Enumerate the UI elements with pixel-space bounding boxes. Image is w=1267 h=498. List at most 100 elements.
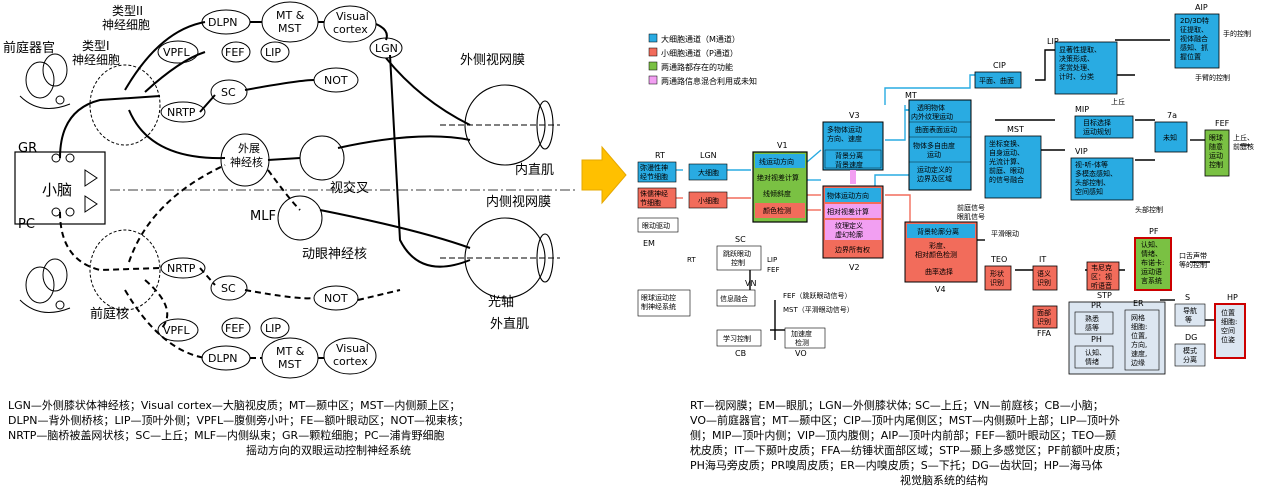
sc-up-label: 上丘: [1111, 97, 1125, 106]
lip-small-label: LIP: [767, 256, 777, 264]
nodes-top: [157, 1, 403, 123]
lateral-retina-label: 外侧视网膜: [460, 53, 525, 68]
right-caption-line: VO—前庭器官；MT—颞中区；CIP—顶叶内尾侧区；MST—内侧颞叶上部；LIP…: [690, 414, 1120, 427]
head-ctrl-label: 头部控制: [1135, 205, 1163, 214]
dg-title: DG: [1185, 333, 1197, 342]
fef-box: [1204, 129, 1230, 177]
svg-text:认知、情绪、布诺卡:运动语言系统: 认知、情绪、布诺卡:运动语言系统: [1141, 240, 1164, 285]
oculomotor-label: 动眼神经核: [302, 247, 367, 262]
ph-title: PH: [1091, 335, 1102, 344]
nrtp-bottom: NRTP: [167, 262, 196, 275]
right-caption-line: 枕皮质；IT—下颞叶皮质；FFA—纺锤状面部区域；STP—颞上多感觉区；PF前额…: [690, 444, 1127, 457]
rt-m-box: [637, 161, 677, 183]
lip-bottom: LIP: [265, 322, 281, 335]
fef-top: FEF: [225, 46, 245, 59]
v4-title: V4: [935, 285, 946, 294]
vestibular-nucleus-top: [89, 64, 161, 146]
em-title: EM: [643, 239, 655, 248]
mlf-label: MLF: [250, 209, 276, 224]
left-caption-line: NRTP—脑桥被盖网状核；SC—上丘；MLF—内侧纵束；GR—颗粒细胞；PC—浦…: [8, 429, 445, 442]
transition-arrow: [581, 145, 627, 205]
pr-box: [1074, 311, 1114, 335]
v3-title: V3: [849, 111, 860, 120]
svg-text:眼球随意运动控制: 眼球随意运动控制: [1209, 133, 1223, 169]
lip-title: LIP: [1047, 37, 1059, 46]
mst-title: MST: [1007, 125, 1024, 134]
vpfl-top: VPFL: [163, 46, 190, 59]
lgn-p-box: [688, 191, 728, 209]
svg-text:韦尼克区：视听语音: 韦尼克区：视听语音: [1091, 264, 1112, 290]
ffa-title: FFA: [1037, 329, 1051, 338]
ph-box: [1074, 345, 1114, 369]
sc-top: SC: [221, 86, 236, 99]
oculomotor-nucleus-2: [277, 195, 323, 241]
right-caption-line: RT—视网膜；EM—眼肌；LGN—外侧膝状体; SC—上丘；VN—前庭核；CB—…: [690, 399, 1104, 412]
v2-item-3: 边界所有权: [835, 245, 870, 254]
v1-item-3: 颜色检测: [763, 206, 791, 215]
neural-pathways-dashed: [59, 164, 401, 359]
gr-label: GR: [18, 141, 37, 156]
rt-p-box: [637, 187, 677, 209]
aip-box: [1174, 13, 1220, 69]
not-top: NOT: [324, 74, 348, 87]
mip-box: [1074, 115, 1134, 139]
svg-text:位置细胞:空间位姿: 位置细胞:空间位姿: [1221, 308, 1237, 344]
lgn-title: LGN: [700, 151, 717, 160]
lgn-m-label: 大细胞: [698, 168, 719, 177]
svg-text:上丘、前庭核: 上丘、前庭核: [1233, 133, 1254, 151]
vestibular-organ-bottom: [19, 258, 71, 313]
right-caption-title: 视觉脑系统的结构: [900, 474, 988, 487]
svg-text:眼球运动控制神经系统: 眼球运动控制神经系统: [641, 293, 676, 311]
s-box: [1174, 303, 1206, 327]
left-caption-title: 摇动方向的双眼运动控制神经系统: [245, 444, 411, 457]
hp-title: HP: [1227, 293, 1238, 302]
cb-item: 学习控制: [723, 334, 751, 343]
mip-title: MIP: [1075, 105, 1089, 114]
er-box: [1124, 309, 1160, 371]
a7-box: [1154, 121, 1188, 153]
legend: 大细胞通道（M通道） 小细胞通道（P通道） 两通路都存在的功能 两通路信息混合利…: [648, 33, 757, 86]
svg-text:网格细胞:位置,方向,速度,边缘: 网格细胞:位置,方向,速度,边缘: [1131, 313, 1147, 367]
it-box: [1032, 265, 1058, 291]
left-caption-line: LGN—外侧膝状体神经核；Visual cortex—大脑视皮质；MT—颞中区；…: [8, 399, 461, 412]
fef-small-label: FEF: [767, 266, 779, 274]
lip-box: [1054, 41, 1118, 95]
v1-item-1: 绝对视差计算: [757, 173, 799, 182]
legend-m: 大细胞通道（M通道）: [661, 34, 740, 44]
v1-item-0: 线运动方向: [759, 157, 794, 166]
svg-text:侏儒神经节细胞: 侏儒神经节细胞: [640, 189, 668, 207]
right-caption-line: PH海马旁皮质；PR嗅周皮质；ER—内嗅皮质；S—下托；DG—齿状回；HP—海马…: [690, 459, 1103, 472]
neural-pathways: [59, 21, 471, 268]
right-caption-line: 侧；MIP—顶叶内侧；VIP—顶内腹侧；AIP—顶叶内前部；FEF—额叶眼动区；…: [690, 429, 1117, 442]
dlpn-top: DLPN: [208, 16, 237, 29]
svg-text:前庭信号眼肌信号: 前庭信号眼肌信号: [957, 203, 985, 221]
right-caption: RT—视网膜；EM—眼肌；LGN—外侧膝状体; SC—上丘；VN—前庭核；CB—…: [690, 398, 1126, 488]
svg-text:形状识别: 形状识别: [990, 269, 1004, 287]
em-box: [637, 289, 691, 317]
mt-mst-bottom: MT &MST: [276, 345, 305, 371]
pc-label: PC: [18, 217, 35, 232]
aip-title: AIP: [1195, 3, 1208, 12]
dlpn-bottom: DLPN: [208, 352, 237, 365]
svg-text:面部识别: 面部识别: [1037, 308, 1051, 326]
eye-drive-box: [637, 217, 679, 233]
svg-text:视-听-体等多模态感知、头部控制、空间感知: 视-听-体等多模态感知、头部控制、空间感知: [1075, 160, 1117, 196]
v2-item-0: 物体运动方向: [827, 191, 869, 200]
legend-mixed: 两通路信息混合利用或未知: [661, 76, 757, 86]
vpfl-bottom: VPFL: [163, 324, 190, 337]
vip-title: VIP: [1075, 147, 1088, 156]
fef-title: FEF: [1215, 119, 1230, 128]
it-title: IT: [1039, 255, 1046, 264]
sc-box: [716, 245, 762, 271]
medial-retina-label: 内侧视网膜: [486, 194, 551, 210]
cb-box: [716, 329, 762, 347]
svg-text:弥漫性神经节细胞: 弥漫性神经节细胞: [640, 163, 668, 181]
svg-text:透明物体内外纹理运动: 透明物体内外纹理运动: [911, 103, 953, 121]
svg-text:导航等: 导航等: [1183, 306, 1197, 324]
mt-title: MT: [905, 91, 917, 100]
cip-title: CIP: [993, 61, 1006, 70]
rt-small-label: RT: [687, 256, 696, 264]
teo-title: TEO: [990, 255, 1007, 264]
